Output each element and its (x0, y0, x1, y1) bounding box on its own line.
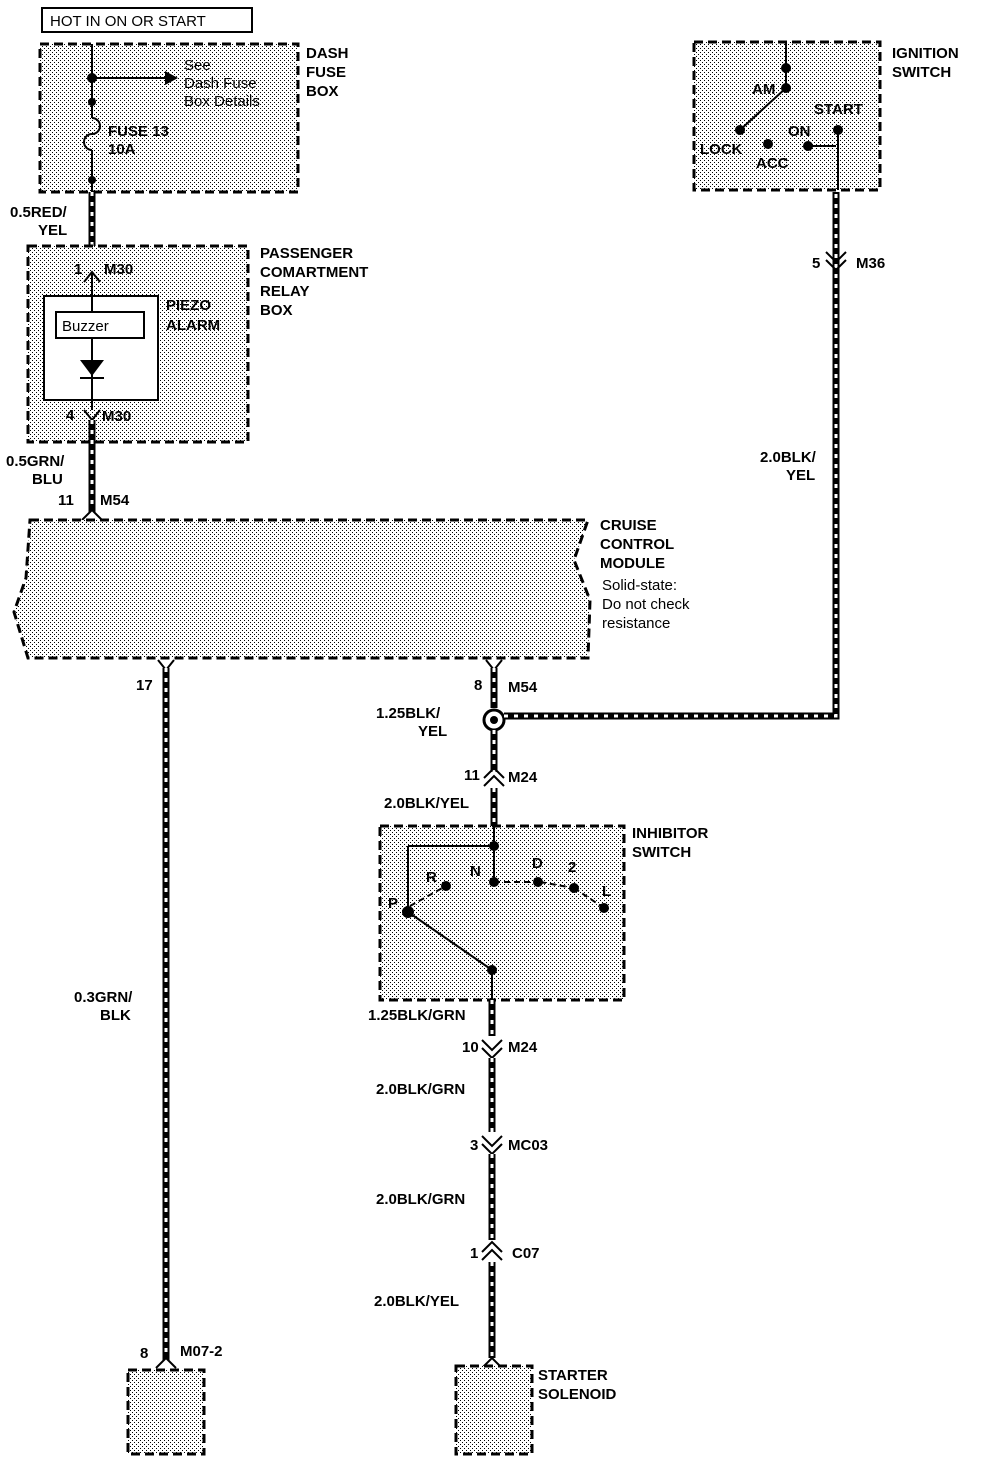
label-ignition-switch-start: START (814, 101, 863, 118)
connector-m54-top (81, 508, 103, 521)
buzzer-component (55, 311, 145, 339)
label-wires-blk-grn-20-a: 2.0BLK/GRN (376, 1081, 465, 1098)
label-wires-grn-blk-1: 0.3GRN/ (74, 989, 133, 1006)
label-cruise-module-pin-left: 17 (136, 677, 153, 694)
connector-c07 (481, 1240, 503, 1261)
inhibitor-switch: R N D 2 L P INHIBITOR SWITCH (378, 824, 709, 1002)
label-relay-box-name-line1: PASSENGER (260, 245, 353, 262)
label-relay-box-conn-bottom: M30 (102, 408, 131, 425)
label-relay-box-alarm-line1: PIEZO (166, 297, 211, 314)
diode-icon (80, 360, 104, 376)
label-cruise-module-name-line3: MODULE (600, 555, 665, 572)
label-cruise-module-note-line3: resistance (602, 615, 670, 632)
label-wires-blk-yel-right-2: YEL (786, 467, 815, 484)
label-connectors-c07: C07 (512, 1245, 540, 1262)
label-relay-box-pin-bottom: 4 (66, 407, 75, 424)
label-ignition-switch-pin: 5 (812, 255, 820, 272)
label-cruise-module-conn-right: M54 (508, 679, 538, 696)
label-relay-box-conn-top: M30 (104, 261, 133, 278)
label-dash-fuse-box-name-line2: FUSE (306, 64, 346, 81)
connector-m07-2 (155, 1356, 177, 1369)
label-wires-blk-yel-125-1: 1.25BLK/ (376, 705, 441, 722)
label-cruise-module-note-line1: Solid-state: (602, 577, 677, 594)
label-connectors-m072-pin: 8 (140, 1345, 148, 1362)
label-cruise-module-note-line2: Do not check (602, 596, 690, 613)
label-ignition-switch-lock: LOCK (700, 141, 743, 158)
label-dash-fuse-box-name-line3: BOX (306, 83, 339, 100)
label-inhibitor-switch-l: L (602, 883, 611, 900)
label-dash-fuse-box-fuse-rating: 10A (108, 141, 136, 158)
label-wires-blk-yel-20-bottom: 2.0BLK/YEL (374, 1293, 459, 1310)
label-wires-grn-blu-1: 0.5GRN/ (6, 453, 65, 470)
label-wires-blk-grn-20-b: 2.0BLK/GRN (376, 1191, 465, 1208)
label-dash-fuse-box-see-line3: Box Details (184, 93, 260, 110)
label-ignition-switch-name-line1: IGNITION (892, 45, 959, 62)
starter-solenoid (454, 1364, 534, 1456)
label-wires-red-yel-2: YEL (38, 222, 67, 239)
label-dash-fuse-box-see-line1: See (184, 57, 211, 74)
label-cruise-module-name-line1: CRUISE (600, 517, 657, 534)
label-inhibitor-switch-name-line2: SWITCH (632, 844, 691, 861)
label-wires-blk-yel-20: 2.0BLK/YEL (384, 795, 469, 812)
label-dash-fuse-box-name-line1: DASH (306, 45, 349, 62)
label-inhibitor-switch-d: D (532, 855, 543, 872)
label-connectors-mc03-pin: 3 (470, 1137, 478, 1154)
label-cruise-module-pin-top: 11 (58, 492, 74, 509)
label-inhibitor-switch-n: N (470, 863, 481, 880)
label-ignition-switch-on: ON (788, 123, 811, 140)
label-connectors-m24-bottom: M24 (508, 1039, 538, 1056)
cruise-control-module: CRUISE CONTROL MODULE Solid-state: Do no… (12, 517, 690, 660)
label-relay-box-name-line3: RELAY (260, 283, 309, 300)
label-ignition-switch-conn: M36 (856, 255, 885, 272)
label-wires-blk-yel-125-2: YEL (418, 723, 447, 740)
hot-label-text: HOT IN ON OR START (50, 13, 206, 30)
connector-mc03 (481, 1135, 503, 1156)
label-connectors-mc03: MC03 (508, 1137, 548, 1154)
label-connectors-m072: M07-2 (180, 1343, 223, 1360)
fuse-13-label: FUSE 13 (108, 123, 169, 140)
component-m07-2 (126, 1368, 206, 1456)
label-wires-grn-blu-2: BLU (32, 471, 63, 488)
passenger-compartment-relay-box: 1 M30 Buzzer 4 M30 PIEZO ALARM PASSENGER… (26, 244, 368, 444)
label-inhibitor-switch-two: 2 (568, 859, 576, 876)
label-inhibitor-switch-name-line1: INHIBITOR (632, 825, 709, 842)
label-cruise-module-conn-top: M54 (100, 492, 130, 509)
label-cruise-module-name-line2: CONTROL (600, 536, 674, 553)
label-dash-fuse-box-see-line2: Dash Fuse (184, 75, 257, 92)
label-wires-blk-yel-right-1: 2.0BLK/ (760, 449, 817, 466)
arrow-right-icon (165, 71, 178, 85)
label-starter-name-line2: SOLENOID (538, 1386, 617, 1403)
label-cruise-module-pin-right: 8 (474, 677, 482, 694)
hot-in-on-or-start-label: HOT IN ON OR START (41, 7, 253, 33)
label-relay-box-name-line4: BOX (260, 302, 293, 319)
label-relay-box-buzzer: Buzzer (62, 318, 109, 335)
label-relay-box-alarm-line2: ALARM (166, 317, 220, 334)
label-relay-box-pin-top: 1 (74, 261, 82, 278)
label-ignition-switch-am: AM (752, 81, 775, 98)
connector-m24-top (483, 766, 505, 787)
label-connectors-c07-pin: 1 (470, 1245, 478, 1262)
connector-m24-bottom (481, 1039, 503, 1060)
label-inhibitor-switch-p: P (388, 895, 398, 912)
label-connectors-m24-top: M24 (508, 769, 538, 786)
label-connectors-m24-bottom-pin: 10 (462, 1039, 479, 1056)
label-ignition-switch-name-line2: SWITCH (892, 64, 951, 81)
label-wires-red-yel-1: 0.5RED/ (10, 204, 68, 221)
label-starter-name-line1: STARTER (538, 1367, 608, 1384)
label-ignition-switch-acc: ACC (756, 155, 789, 172)
connector-m36 (825, 251, 847, 272)
label-inhibitor-switch-r: R (426, 869, 437, 886)
label-wires-blk-grn-125: 1.25BLK/GRN (368, 1007, 466, 1024)
ignition-switch: AM START ON LOCK ACC IGNITION SWITCH (692, 40, 959, 192)
dash-fuse-box: See Dash Fuse Box Details FUSE 13 10A DA… (38, 42, 349, 194)
label-wires-grn-blk-2: BLK (100, 1007, 131, 1024)
label-relay-box-name-line2: COMARTMENT (260, 264, 368, 281)
label-connectors-m24-top-pin: 11 (464, 767, 480, 784)
